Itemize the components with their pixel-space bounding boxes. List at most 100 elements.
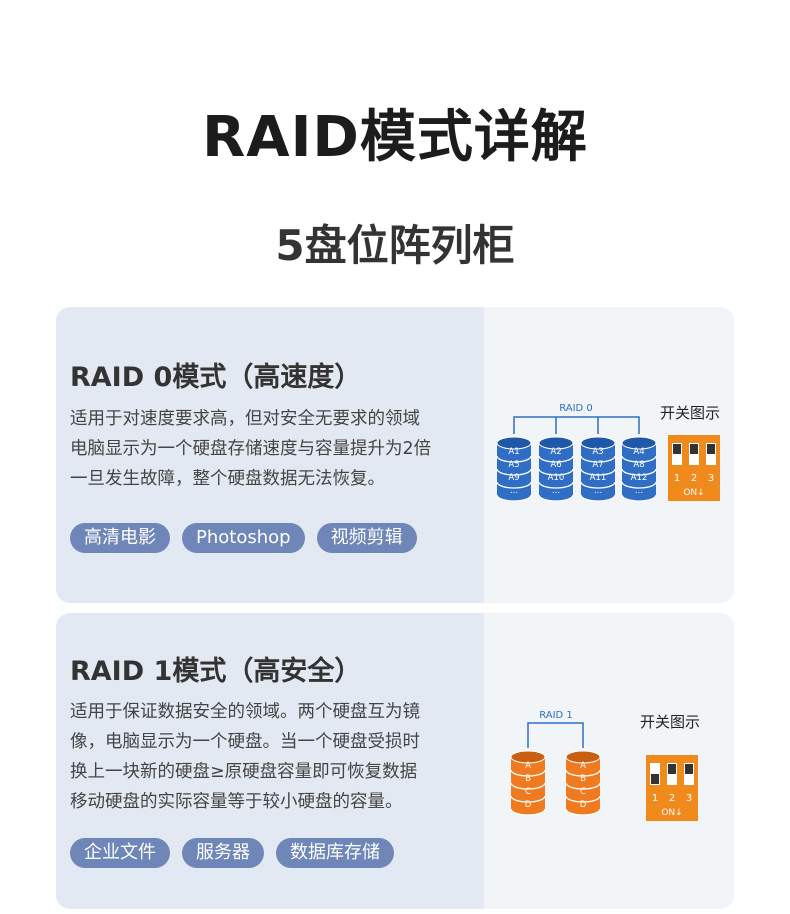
disk-block-label: A8 xyxy=(633,460,644,470)
disk-segment-line xyxy=(621,481,657,489)
disk-segment-line xyxy=(496,494,532,502)
tag: 服务器 xyxy=(182,838,264,868)
raid1-title: RAID 1模式（高安全） xyxy=(70,656,362,687)
disk-block-label: A3 xyxy=(592,447,603,457)
dip-switch-number: 3 xyxy=(686,793,692,804)
disk-top xyxy=(496,436,532,450)
disk-segment-line xyxy=(565,795,601,803)
disk-segment-line xyxy=(538,494,574,502)
raid1-desc-line-2: 像，电脑显示为一个硬盘。当一个硬盘受损时 xyxy=(70,732,420,752)
disk-segment-line xyxy=(621,494,657,502)
tag: 高清电影 xyxy=(70,523,170,553)
disk-segment-line xyxy=(580,468,616,476)
disk-block-label: A xyxy=(580,761,586,771)
raid0-info: RAID 0模式（高速度） 适用于对速度要求高，但对安全无要求的领域 电脑显示为… xyxy=(56,307,484,603)
disk-block-label: ... xyxy=(510,486,518,496)
disk-block-label: A12 xyxy=(631,473,648,483)
dip-switch-knob xyxy=(690,444,698,454)
disk-segment-line xyxy=(538,455,574,463)
disk-block-label: ... xyxy=(594,486,602,496)
disk-base xyxy=(581,489,615,501)
raid0-title: RAID 0模式（高速度） xyxy=(70,362,362,393)
disk-segment-line xyxy=(621,468,657,476)
disk-segment-line xyxy=(510,782,546,790)
disk-segment-line xyxy=(496,481,532,489)
disk-segment-line xyxy=(580,455,616,463)
tag: 数据库存储 xyxy=(276,838,394,868)
raid1-dip-switch-icon: 1 2 3 ON↓ xyxy=(646,755,698,821)
raid1-card: RAID 1模式（高安全） 适用于保证数据安全的领域。两个硬盘互为镜 像，电脑显… xyxy=(56,613,734,909)
raid0-desc-line-1: 适用于对速度要求高，但对安全无要求的领域 xyxy=(70,409,420,429)
disk-block-label: D xyxy=(525,800,532,810)
disk-top xyxy=(510,750,546,764)
disk-block-label: A4 xyxy=(633,447,644,457)
raid1-switch-label: 开关图示 xyxy=(640,713,701,731)
disk-segment-line xyxy=(621,455,657,463)
dip-switch-on-label: ON↓ xyxy=(661,808,682,818)
raid0-desc-line-3: 一旦发生故障，整个硬盘数据无法恢复。 xyxy=(70,469,385,489)
disk-segment-line xyxy=(510,769,546,777)
disk-segment-line xyxy=(538,481,574,489)
raid0-tags: 高清电影 Photoshop 视频剪辑 xyxy=(70,523,417,553)
disk-top xyxy=(565,750,601,764)
disk-block-label: A7 xyxy=(592,460,603,470)
dip-switch-knob xyxy=(651,774,659,784)
raid0-disk-group: A1A5A9...A2A6A10...A3A7A11...A4A8A12... xyxy=(496,436,657,502)
page-title: RAID模式详解 xyxy=(202,105,588,170)
dip-switch-knob xyxy=(673,444,681,454)
raid1-info: RAID 1模式（高安全） 适用于保证数据安全的领域。两个硬盘互为镜 像，电脑显… xyxy=(56,613,484,909)
raid0-desc-line-2: 电脑显示为一个硬盘存储速度与容量提升为2倍 xyxy=(70,439,432,459)
disk-block-label: A5 xyxy=(508,460,519,470)
disk-block-label: A1 xyxy=(508,447,519,457)
disk-block-label: A10 xyxy=(548,473,565,483)
disk-block-label: D xyxy=(580,800,587,810)
raid0-dip-switch-icon: 1 2 3 ON↓ xyxy=(668,435,720,501)
raid0-switch-label: 开关图示 xyxy=(660,404,721,422)
disk-segment-line xyxy=(510,795,546,803)
disk-segment-line xyxy=(538,468,574,476)
disk-segment-line xyxy=(580,494,616,502)
raid1-desc-line-4: 移动硬盘的实际容量等于较小硬盘的容量。 xyxy=(70,792,403,812)
raid1-tags: 企业文件 服务器 数据库存储 xyxy=(70,838,394,868)
disk-block-label: ... xyxy=(552,486,560,496)
disk-block-label: ... xyxy=(635,486,643,496)
disk-base xyxy=(497,489,531,501)
disk-block-label: A6 xyxy=(550,460,561,470)
raid0-diagram-label: RAID 0 xyxy=(559,403,593,414)
disk-block-label: A9 xyxy=(508,473,519,483)
disk-block-label: B xyxy=(580,774,586,784)
tag: 视频剪辑 xyxy=(316,523,417,553)
raid1-desc-line-3: 换上一块新的硬盘≥原硬盘容量即可恢复数据 xyxy=(70,762,418,782)
disk-block-label: B xyxy=(525,774,531,784)
dip-switch-number: 2 xyxy=(669,793,675,804)
disk-block-label: C xyxy=(525,787,531,797)
disk-block-label: A2 xyxy=(550,447,561,457)
disk-segment-line xyxy=(496,455,532,463)
raid0-connector-lines xyxy=(513,416,640,434)
raid0-diagram: RAID 0 A1A5A9...A2A6A10...A3A7A11...A4A8… xyxy=(496,403,657,502)
disk-segment-line xyxy=(565,808,601,816)
disk-top xyxy=(538,436,574,450)
disk-block-label: A xyxy=(525,761,531,771)
dip-switch-knob xyxy=(707,444,715,454)
tag: Photoshop xyxy=(182,523,305,553)
dip-switch-number: 1 xyxy=(652,793,658,804)
disk-top xyxy=(621,436,657,450)
disk-base xyxy=(622,489,656,501)
disk-segment-line xyxy=(565,769,601,777)
disk-stack-icon: A1A5A9... xyxy=(496,436,532,502)
disk-block-label: C xyxy=(580,787,586,797)
disk-base xyxy=(539,489,573,501)
raid1-diagram-label: RAID 1 xyxy=(539,710,573,721)
dip-switch-on-label: ON↓ xyxy=(683,488,704,498)
disk-top xyxy=(580,436,616,450)
disk-segment-line xyxy=(510,808,546,816)
disk-stack-icon: A2A6A10... xyxy=(538,436,574,502)
raid1-desc-line-1: 适用于保证数据安全的领域。两个硬盘互为镜 xyxy=(70,702,420,722)
tag: 企业文件 xyxy=(70,838,170,868)
